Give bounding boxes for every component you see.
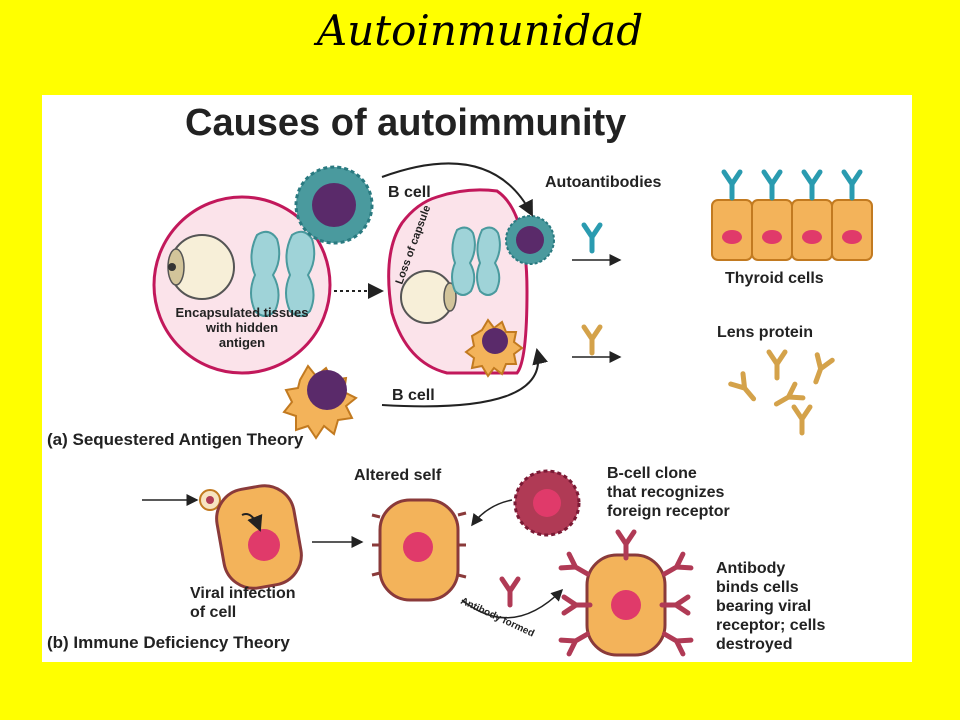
antibody-teal-icon	[584, 225, 600, 251]
antibody-binds-label-3: bearing viral	[716, 598, 811, 615]
antibody-bound-cell	[561, 532, 691, 657]
encapsulated-label-3: antigen	[219, 335, 265, 350]
antibody-formed-label: Antibody formed	[459, 596, 536, 640]
lens-protein-icon	[731, 352, 833, 433]
diagram-panel: Causes of autoimmunity Encapsulated tiss…	[42, 95, 912, 662]
infected-cell	[215, 484, 303, 590]
thyroid-tissue-icon-small	[451, 226, 501, 296]
b-cell-top-arrow	[381, 162, 533, 217]
part-b-caption: (b) Immune Deficiency Theory	[47, 633, 290, 652]
bcell-clone-label-1: B-cell clone	[607, 465, 697, 482]
antibody-binds-label-1: Antibody	[716, 560, 785, 577]
thyroid-tissue-icon	[250, 230, 316, 317]
viral-infection-label-1: Viral infection	[190, 585, 296, 602]
b-cell-bottom-arrow	[381, 348, 548, 408]
thyroid-cells-label: Thyroid cells	[725, 270, 824, 287]
antibody-binds-label-2: binds cells	[716, 579, 799, 596]
antibody-formed-icon	[502, 579, 518, 605]
encapsulated-label-1: Encapsulated tissues	[176, 305, 309, 320]
eye-icon	[167, 234, 235, 300]
lens-protein-label: Lens protein	[717, 324, 813, 341]
antibody-tan-icon	[584, 327, 600, 353]
b-cell-bottom-label: B cell	[392, 387, 435, 404]
encapsulated-label-2: with hidden	[205, 320, 278, 335]
virus-icon	[199, 489, 221, 511]
b-cell-bottom-icon	[282, 364, 358, 440]
clone-arrow	[471, 499, 513, 527]
b-cell-clone-icon	[513, 469, 581, 537]
autoimmunity-diagram: Causes of autoimmunity Encapsulated tiss…	[47, 102, 873, 657]
autoantibodies-label: Autoantibodies	[545, 174, 662, 191]
b-cell-top-icon	[294, 165, 374, 245]
part-a-caption: (a) Sequestered Antigen Theory	[47, 430, 304, 449]
thyroid-cells-icon	[711, 172, 873, 261]
altered-self-cell	[371, 498, 467, 602]
antibody-formed-arrow	[461, 588, 564, 619]
bcell-clone-label-2: that recognizes	[607, 484, 724, 501]
eye-icon-small	[400, 270, 457, 324]
altered-self-label: Altered self	[354, 467, 442, 484]
broken-capsule	[387, 188, 555, 378]
b-cell-orange-icon	[464, 318, 524, 378]
bcell-clone-label-3: foreign receptor	[607, 503, 730, 520]
b-cell-teal-icon	[505, 215, 555, 265]
antibody-binds-label-5: destroyed	[716, 636, 792, 653]
encapsulated-tissue	[152, 195, 332, 375]
viral-infection-label-2: of cell	[190, 604, 236, 621]
slide-title: Autoinmunidad	[316, 6, 644, 55]
figure-heading: Causes of autoimmunity	[185, 102, 626, 144]
b-cell-top-label: B cell	[388, 184, 431, 201]
antibody-binds-label-4: receptor; cells	[716, 617, 825, 634]
